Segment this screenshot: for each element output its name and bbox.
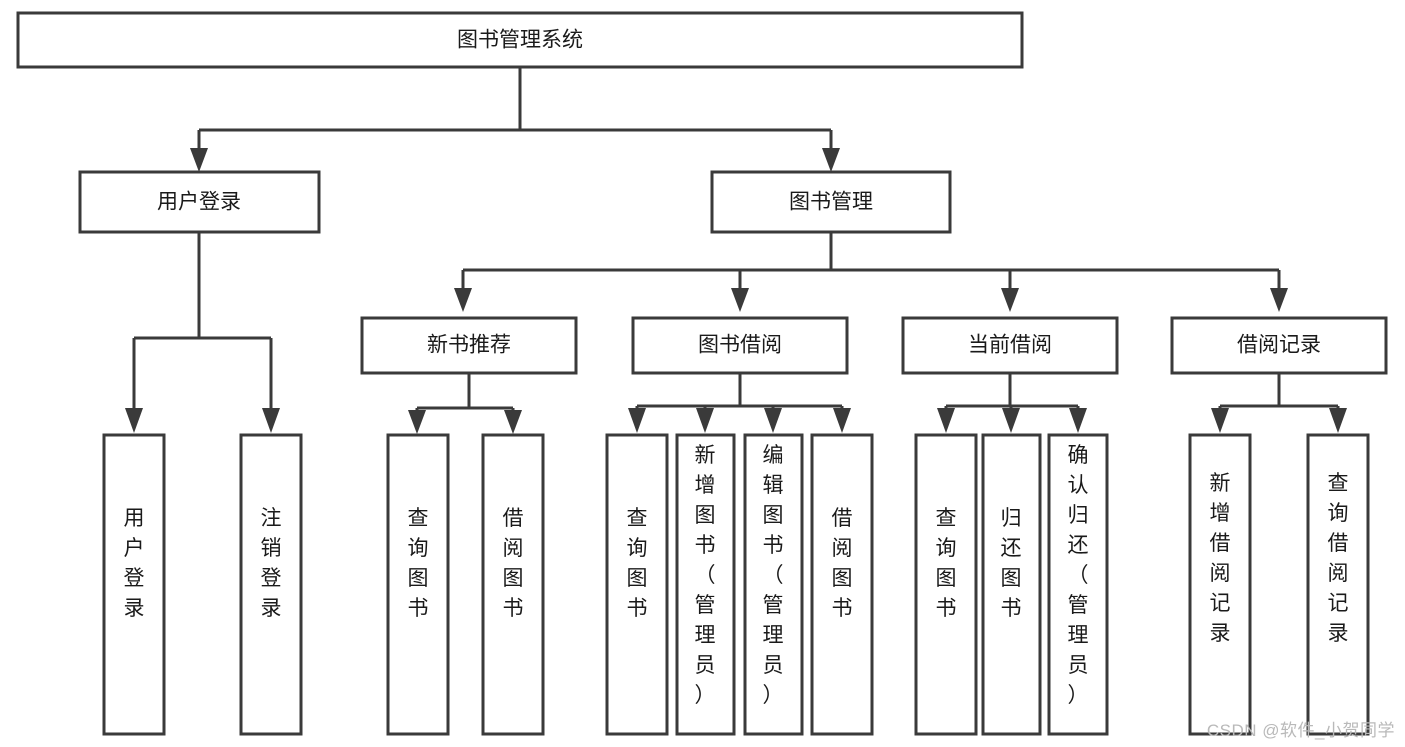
node-label-current-borrow: 当前借阅 (968, 334, 1052, 357)
leaf-label-logout: 注销登录 (261, 507, 282, 620)
leaf-node-bb-edit-book[interactable]: 编辑图书（管理员） (743, 433, 804, 736)
node-new-book-recommend[interactable]: 新书推荐 (360, 316, 578, 375)
node-borrow-record[interactable]: 借阅记录 (1170, 316, 1388, 375)
connector-user-login-to-leaves (125, 232, 280, 433)
connector-book-mgmt-to-level2 (454, 232, 1288, 312)
leaf-box-cb-confirm-return[interactable] (1047, 433, 1109, 736)
arrow-head-borrow-record (1270, 288, 1288, 312)
node-box-new-book-recommend[interactable] (360, 316, 578, 375)
leaf-node-nb-borrow-book[interactable]: 借阅图书 (481, 433, 545, 736)
leaf-label-bb-borrow-book: 借阅图书 (832, 507, 853, 620)
leaf-label-br-add-record: 新增借阅记录 (1210, 472, 1231, 645)
arrow-head-book-mgmt (822, 148, 840, 172)
node-root-system[interactable]: 图书管理系统 (16, 11, 1024, 69)
arrow-head-bb-leaf-1 (696, 408, 714, 433)
arrow-head-cb-leaf-1 (1002, 408, 1020, 433)
leaf-node-bb-add-book[interactable]: 新增图书（管理员） (675, 433, 736, 736)
leaf-box-cb-query-book[interactable] (914, 433, 978, 736)
connector-current-borrow-to-leaves (937, 373, 1087, 433)
node-box-book-management[interactable] (710, 170, 952, 234)
arrow-head-new-book (454, 288, 472, 312)
arrow-head-leaf-logout (262, 408, 280, 433)
node-label-book-borrow: 图书借阅 (698, 334, 782, 357)
leaf-box-nb-borrow-book[interactable] (481, 433, 545, 736)
leaf-node-cb-return-book[interactable]: 归还图书 (981, 433, 1042, 736)
node-box-current-borrow[interactable] (901, 316, 1119, 375)
leaf-label-bb-edit-book: 编辑图书（管理员） (763, 444, 784, 707)
leaf-node-user-login[interactable]: 用户登录 (102, 433, 166, 736)
leaf-node-nb-query-book[interactable]: 查询图书 (386, 433, 450, 736)
node-box-borrow-record[interactable] (1170, 316, 1388, 375)
arrow-head-leaf-user-login (125, 408, 143, 433)
leaf-box-bb-add-book[interactable] (675, 433, 736, 736)
leaf-box-br-add-record[interactable] (1188, 433, 1252, 736)
node-label-user-login: 用户登录 (157, 191, 241, 214)
leaf-node-br-add-record[interactable]: 新增借阅记录 (1188, 433, 1252, 736)
connector-book-borrow-to-leaves (628, 373, 851, 433)
node-box-book-borrow[interactable] (631, 316, 849, 375)
leaf-node-br-query-record[interactable]: 查询借阅记录 (1306, 433, 1370, 736)
node-box-root[interactable] (16, 11, 1024, 69)
leaf-label-cb-return-book: 归还图书 (1001, 507, 1022, 620)
node-book-borrow[interactable]: 图书借阅 (631, 316, 849, 375)
connector-borrow-record-to-leaves (1211, 373, 1347, 433)
leaf-label-cb-confirm-return: 确认归还（管理员） (1068, 444, 1089, 707)
leaf-label-bb-query-book: 查询图书 (627, 507, 648, 620)
arrow-head-user-login (190, 148, 208, 172)
arrow-head-br-leaf-0 (1211, 408, 1229, 433)
node-label-book-management: 图书管理 (789, 191, 873, 214)
leaf-box-user-login[interactable] (102, 433, 166, 736)
arrow-head-nb-leaf-1 (504, 410, 522, 434)
leaf-box-cb-return-book[interactable] (981, 433, 1042, 736)
leaf-box-bb-edit-book[interactable] (743, 433, 804, 736)
connector-root-to-level1 (190, 67, 840, 172)
leaf-node-bb-borrow-book[interactable]: 借阅图书 (810, 433, 874, 736)
arrow-head-current-borrow (1001, 288, 1019, 312)
leaf-node-cb-query-book[interactable]: 查询图书 (914, 433, 978, 736)
leaf-box-bb-query-book[interactable] (605, 433, 669, 736)
leaf-box-nb-query-book[interactable] (386, 433, 450, 736)
arrow-head-bb-leaf-2 (764, 408, 782, 433)
node-label-root: 图书管理系统 (457, 29, 583, 52)
arrow-head-bb-leaf-3 (833, 408, 851, 433)
arrow-head-cb-leaf-2 (1069, 408, 1087, 433)
leaf-label-user-login: 用户登录 (124, 507, 145, 620)
leaf-node-bb-query-book[interactable]: 查询图书 (605, 433, 669, 736)
leaf-label-nb-query-book: 查询图书 (408, 507, 429, 620)
connector-new-book-to-leaves (408, 373, 522, 434)
node-user-login[interactable]: 用户登录 (78, 170, 321, 234)
arrow-head-nb-leaf-0 (408, 410, 426, 434)
arrow-head-borrow-book (731, 288, 749, 312)
leaf-box-bb-borrow-book[interactable] (810, 433, 874, 736)
node-book-management[interactable]: 图书管理 (710, 170, 952, 234)
node-current-borrow[interactable]: 当前借阅 (901, 316, 1119, 375)
node-label-borrow-record: 借阅记录 (1237, 334, 1321, 357)
leaf-box-br-query-record[interactable] (1306, 433, 1370, 736)
leaf-node-logout[interactable]: 注销登录 (239, 433, 303, 736)
leaf-label-nb-borrow-book: 借阅图书 (503, 507, 524, 620)
leaf-label-br-query-record: 查询借阅记录 (1328, 472, 1349, 645)
leaf-label-bb-add-book: 新增图书（管理员） (695, 444, 716, 707)
csdn-watermark: CSDN @软件_小贺同学 (1206, 721, 1395, 740)
node-label-new-book-recommend: 新书推荐 (427, 334, 511, 357)
arrow-head-br-leaf-1 (1329, 408, 1347, 433)
arrow-head-bb-leaf-0 (628, 408, 646, 433)
leaf-label-cb-query-book: 查询图书 (936, 507, 957, 620)
leaf-node-cb-confirm-return[interactable]: 确认归还（管理员） (1047, 433, 1109, 736)
leaf-box-logout[interactable] (239, 433, 303, 736)
arrow-head-cb-leaf-0 (937, 408, 955, 433)
